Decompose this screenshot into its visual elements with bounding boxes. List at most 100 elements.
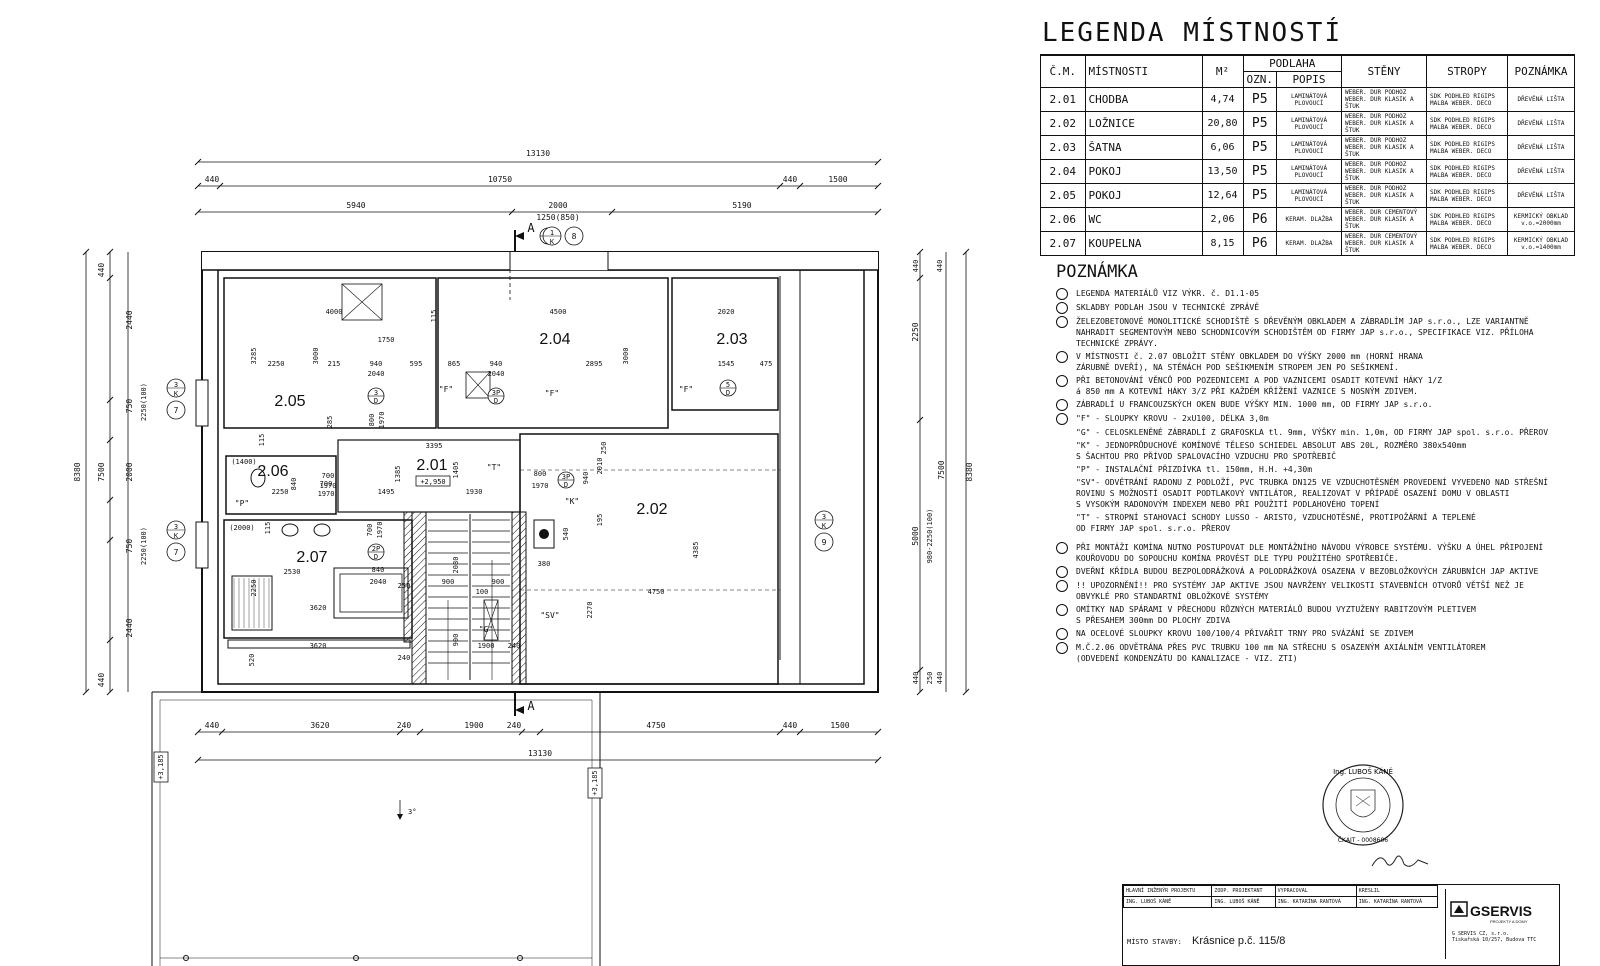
note-text: "F" - SLOUPKY KROVU - 2xU100, DÉLKA 3,0m [1076, 414, 1269, 423]
dimension-text: 7500 [97, 462, 106, 481]
note-item: LEGENDA MATERIÁLŮ VIZ VÝKR. č. D1.1-05 [1056, 288, 1576, 300]
inner-dimension: 2250 [250, 580, 258, 597]
dimension-text: 2250(100) [140, 527, 148, 565]
legend-area: 12,64 [1201, 183, 1244, 208]
note-item: PŘI BETONOVÁNÍ VĚNCŮ POD POZEDNICEMI A P… [1056, 375, 1576, 397]
door-tag-type: D [564, 481, 568, 489]
dimension-text: 2000 [548, 201, 567, 210]
inner-dimension: 2250 [268, 360, 285, 368]
dimension-text: 440 [97, 263, 106, 278]
legend-ozn: P5 [1242, 87, 1277, 112]
section-label: A [527, 699, 535, 713]
dimension-text: 440 [97, 673, 106, 688]
washbasin-icon [313, 523, 331, 537]
engineer-stamp: Ing. LUBOŠ KÁNĚ ČKAIT - 0008606 [1322, 764, 1404, 846]
legend-area: 4,74 [1201, 87, 1244, 112]
note-item: NA OCELOVÉ SLOUPKY KROVU 100/100/4 PŘIVA… [1056, 628, 1576, 640]
note-item: V MÍSTNOSTI č. 2.07 OBLOŽIT STĚNY OBKLAD… [1056, 351, 1576, 373]
legend-popis: LAMINÁTOVÁ PLOVOUCÍ [1276, 111, 1342, 136]
inner-dimension: 3285 [250, 348, 258, 365]
legend-popis: LAMINÁTOVÁ PLOVOUCÍ [1276, 183, 1342, 208]
legend-name: LOŽNICE [1084, 111, 1203, 136]
legend-cm: 2.04 [1040, 159, 1086, 184]
dimension-text: 440 [205, 175, 220, 184]
tb-place-value: Krásnice p.č. 115/8 [1192, 935, 1286, 947]
note-text: NA OCELOVÉ SLOUPKY KROVU 100/100/4 PŘIVA… [1076, 629, 1414, 638]
legend-steny: WEBER. DUR PODHOZ WEBER. DUR KLASIK A ŠT… [1341, 159, 1427, 184]
legend-cm: 2.02 [1040, 111, 1086, 136]
legend-name: CHODBA [1084, 87, 1203, 112]
circle-bullet-icon [1056, 399, 1068, 411]
window-ref-number: 9 [822, 538, 827, 547]
dimension-text: 980-2250(100) [926, 509, 934, 564]
window-tag-number: 3 [174, 523, 178, 531]
inner-dimension: 240 [508, 642, 521, 650]
level-box [153, 751, 169, 783]
inner-dimension: 940 [370, 360, 383, 368]
dimension-text: 1500 [830, 721, 849, 730]
door-tag-number: 3P [492, 389, 500, 397]
signature [1371, 855, 1429, 867]
inner-dimension: 940 [490, 360, 503, 368]
legend-steny: WEBER. DUR CEMENTOVÝ WEBER. DUR KLASIK A… [1341, 207, 1427, 232]
dimension-tick [82, 248, 90, 256]
note-text: ŽELEZOBETONOVÉ MONOLITICKÉ SCHODIŠTĚ S D… [1076, 317, 1534, 348]
dimension-tick [216, 182, 224, 190]
dimension-tick [776, 728, 784, 736]
room-label: 2.03 [716, 331, 747, 348]
legend-area: 20,80 [1201, 111, 1244, 136]
tag-label: "F" [545, 389, 559, 398]
dimension-text: 440 [783, 175, 798, 184]
legend-name: POKOJ [1084, 159, 1203, 184]
note-item: ŽELEZOBETONOVÉ MONOLITICKÉ SCHODIŠTĚ S D… [1056, 316, 1576, 349]
dimension-tick [796, 182, 804, 190]
inner-dimension: 240 [398, 654, 411, 662]
dimension-tick [106, 636, 114, 644]
dimension-text: 440 [936, 672, 944, 685]
inner-dimension: 2040 [488, 370, 505, 378]
dimension-tick [916, 248, 924, 256]
inner-dimension: 115 [258, 434, 266, 447]
note-item: ZÁBRADLÍ U FRANCOUZSKÝCH OKEN BUDE VÝŠKY… [1056, 399, 1576, 411]
legend-steny: WEBER. DUR PODHOZ WEBER. DUR KLASIK A ŠT… [1341, 183, 1427, 208]
inner-dimension: 1930 [466, 488, 483, 496]
inner-dimension: 100 [476, 588, 489, 596]
circle-bullet-icon [1056, 628, 1068, 640]
tb-v1: ING. LUBOŠ KÁNĚ [1122, 896, 1213, 908]
stair-hatch [511, 511, 527, 685]
note-item: PŘI MONTÁŽI KOMÍNA NUTNO POSTUPOVAT DLE … [1056, 542, 1576, 564]
window-ref-number: 7 [174, 406, 179, 415]
inner-dimension: 595 [410, 360, 423, 368]
note-text: "K" - JEDNOPRŮDUCHOVÉ KOMÍNOVÉ TĚLESO SC… [1076, 441, 1467, 461]
skylight-cross [465, 371, 491, 399]
dimension-tick [874, 208, 882, 216]
inner-dimension: 4385 [692, 542, 700, 559]
inner-dimension: 195 [596, 514, 604, 527]
inner-dimension: 1970 [318, 490, 335, 498]
legend-ozn: P6 [1242, 231, 1277, 256]
circle-bullet-icon [1056, 288, 1068, 300]
inner-dimension: 2040 [370, 578, 387, 586]
inner-dimension: 115 [430, 310, 438, 323]
inner-dimension: 4000 [326, 308, 343, 316]
dimension-tick [874, 728, 882, 736]
skylight [465, 371, 491, 399]
inner-dimension: 3000 [622, 348, 630, 365]
room-2-03 [671, 277, 779, 411]
inner-dimension: 3620 [310, 604, 327, 612]
dim-total-bottom: 13130 [528, 749, 552, 758]
inner-dimension: 1385 [394, 466, 402, 483]
dimension-tick [218, 728, 226, 736]
note-text: "G" - CELOSKLENĚNÉ ZÁBRADLÍ Z GRAFOSKLA … [1076, 428, 1549, 437]
room-label: 2.04 [539, 331, 570, 348]
inner-dimension: (1400) [231, 458, 256, 466]
dimension-tick [106, 274, 114, 282]
legend-name: WC [1084, 207, 1203, 232]
note-item: SKLADBY PODLAH JSOU V TECHNICKÉ ZPRÁVĚ [1056, 302, 1576, 314]
dimension-text: 1250(850) [536, 213, 579, 222]
dimension-tick [518, 728, 526, 736]
window [195, 379, 209, 427]
